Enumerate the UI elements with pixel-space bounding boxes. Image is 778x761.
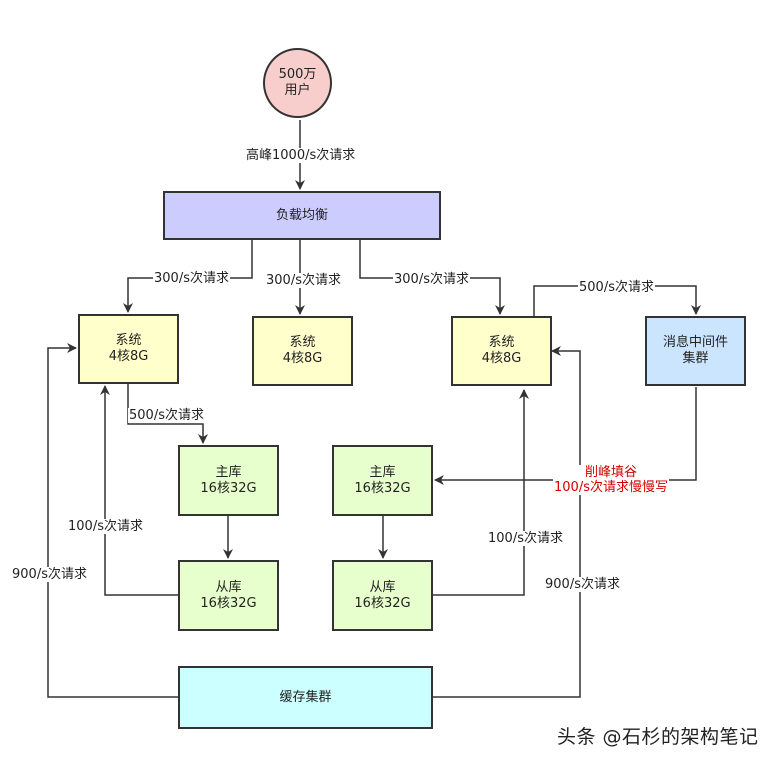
label-lb-to-sys3: 300/s次请求 xyxy=(393,272,470,287)
master-db-2-line1: 主库 xyxy=(369,464,396,480)
system-1-line2: 4核8G xyxy=(108,349,149,364)
users-line1: 500万 xyxy=(278,67,317,82)
label-lb-to-sys2: 300/s次请求 xyxy=(265,273,342,288)
master-db-1-line2: 16核32G xyxy=(200,480,257,496)
label-users-to-lb: 高峰1000/s次请求 xyxy=(245,148,357,163)
edge-cache-to-sys1 xyxy=(47,343,178,698)
system-3-line2: 4核8G xyxy=(481,351,522,366)
label-cache-to-sys1: 900/s次请求 xyxy=(11,567,88,582)
system-2-line2: 4核8G xyxy=(282,351,323,366)
message-queue-line1: 消息中间件 xyxy=(662,335,728,350)
slave-db-1-line1: 从库 xyxy=(215,579,242,595)
cache-cluster-node: 缓存集群 xyxy=(178,666,433,729)
users-line2: 用户 xyxy=(284,83,311,98)
label-sys3-to-mq: 500/s次请求 xyxy=(578,280,655,295)
label-cache-to-sys3: 900/s次请求 xyxy=(544,577,621,592)
edge-cache-to-sys3 xyxy=(433,346,581,698)
label-lb-to-sys1: 300/s次请求 xyxy=(153,271,230,286)
slave-db-node-1: 从库 16核32G xyxy=(178,560,279,631)
slave-db-2-line1: 从库 xyxy=(369,579,396,595)
master-db-1-line1: 主库 xyxy=(215,464,242,480)
master-db-2-line2: 16核32G xyxy=(354,480,411,496)
edge-mq-to-master2 xyxy=(434,387,697,485)
message-queue-line2: 集群 xyxy=(682,351,709,366)
label-slave1-to-sys1: 100/s次请求 xyxy=(67,519,144,534)
master-db-node-2: 主库 16核32G xyxy=(332,445,433,516)
load-balancer-label: 负载均衡 xyxy=(275,207,328,223)
system-node-2: 系统 4核8G xyxy=(252,316,353,386)
system-1-line1: 系统 xyxy=(115,333,142,348)
master-db-node-1: 主库 16核32G xyxy=(178,445,279,516)
system-node-1: 系统 4核8G xyxy=(78,314,179,384)
users-node: 500万 用户 xyxy=(263,48,332,118)
edge-slave2-to-sys3 xyxy=(433,389,529,596)
label-mq-to-master2-line1: 削峰填谷 xyxy=(584,465,637,480)
message-queue-node: 消息中间件 集群 xyxy=(645,316,746,386)
load-balancer-node: 负载均衡 xyxy=(163,191,441,240)
label-sys1-to-master1: 500/s次请求 xyxy=(128,408,205,423)
edge-slave1-to-sys1 xyxy=(100,385,178,596)
label-slave2-to-sys3: 100/s次请求 xyxy=(487,531,564,546)
cache-cluster-label: 缓存集群 xyxy=(279,689,332,705)
slave-db-2-line2: 16核32G xyxy=(354,595,411,611)
watermark: 头条 @石杉的架构笔记 xyxy=(557,726,759,748)
label-mq-to-master2-line2: 100/s次请求慢慢写 xyxy=(554,480,668,495)
system-node-3: 系统 4核8G xyxy=(451,316,552,386)
edge-sys1-to-master1 xyxy=(127,384,208,444)
slave-db-1-line2: 16核32G xyxy=(200,595,257,611)
system-2-line1: 系统 xyxy=(289,335,316,350)
label-mq-to-master2: 削峰填谷 100/s次请求慢慢写 xyxy=(553,465,669,495)
slave-db-node-2: 从库 16核32G xyxy=(332,560,433,631)
system-3-line1: 系统 xyxy=(488,335,515,350)
